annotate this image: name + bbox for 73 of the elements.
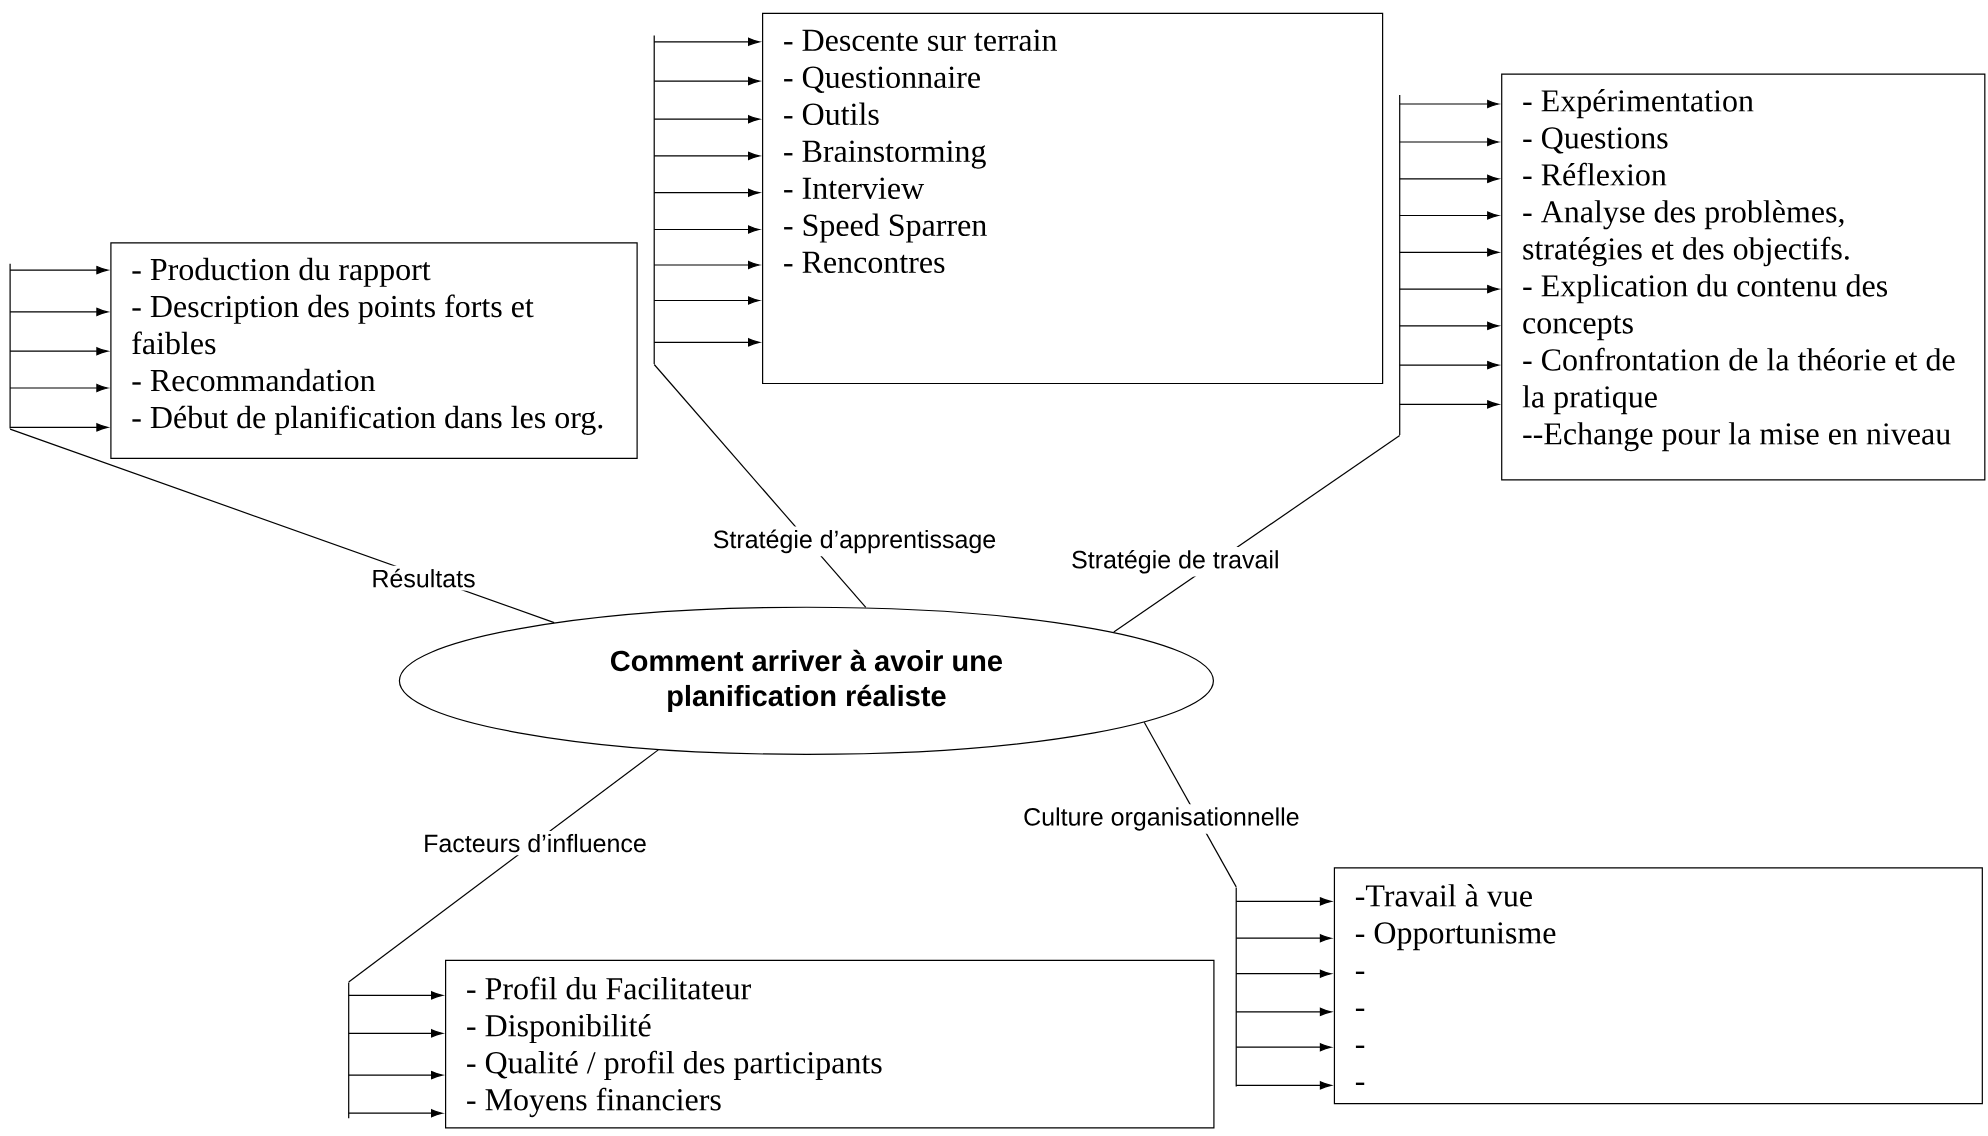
text-box [445,959,1215,1129]
text-box [1333,867,1983,1105]
list-item: - Opportunisme [1355,922,1556,951]
list-item: - [1355,1008,1365,1012]
list-item: - Confrontation de la théorie et de la pratique [1522,347,1955,415]
branch-label: Résultats [368,565,479,591]
arrow [348,1029,443,1038]
branch-label: Culture organisationnelle [1020,804,1303,834]
list-item: - Speed Sparren [784,213,987,243]
arrow [653,188,760,197]
list-item: - Moyens financiers [467,1087,721,1118]
text-box [1501,73,1986,481]
list-item: - [1355,1045,1365,1049]
arrow [1399,211,1499,220]
arrow [1399,284,1499,294]
list-item: - Description des points forts et faibles [132,294,534,355]
arrow [9,423,109,432]
branch-label: Stratégie d’apprentissage [709,526,1000,557]
list-item: - Rencontres [784,251,945,274]
arrow [1399,360,1499,370]
list-item: --Echange pour la mise en niveau [1523,422,1951,452]
arrow [1399,174,1499,183]
arrow [653,260,760,270]
list-item: - Analyse des problèmes, stratégies et des objectifs. [1523,200,1849,267]
arrow [348,1071,443,1080]
arrow [1235,969,1332,978]
list-item: - Recommandation [132,368,376,392]
list-item: - Brainstorming [784,140,986,169]
arrow [653,76,760,86]
branch-line [348,749,659,983]
list-item: - Qualité / profil des participants [467,1050,882,1081]
text-box [110,242,638,459]
list-item: - Outils [784,102,879,126]
arrow [1399,137,1499,147]
arrow [1235,934,1332,943]
arrow [1235,1043,1332,1052]
arrow [9,265,109,275]
arrow [653,225,760,234]
arrow [1235,1081,1332,1090]
arrow [653,115,760,124]
list-item: - Questions [1523,127,1668,154]
list-item: - Descente sur terrain [784,29,1057,52]
arrow [653,37,760,46]
branch-label: Facteurs d’influence [420,830,650,856]
arrow [9,347,109,356]
arrow [9,307,109,317]
branch-label: Stratégie de travail [1068,546,1283,577]
list-item: - Interview [784,177,925,200]
arrow [1235,897,1332,906]
arrow [653,151,760,161]
arrow [1399,248,1499,257]
list-item: - Disponibilité [467,1014,651,1044]
list-item: - [1355,1082,1365,1086]
branch-line [653,363,867,609]
arrow [653,296,760,305]
list-item: - Expérimentation [1523,89,1754,119]
list-item: -Travail à vue [1355,884,1532,907]
list-item: - Explication du contenu des concepts [1523,274,1888,341]
arrow [1235,1007,1332,1016]
text-box [762,12,1384,385]
arrow [653,338,760,347]
list-item: - Profil du Facilitateur [467,976,751,1000]
list-item: - Réflexion [1523,162,1667,186]
list-item: - [1355,971,1365,975]
list-item: - Production du rapport [132,257,431,287]
arrow [348,991,443,1000]
arrow [1399,400,1499,409]
list-item: - Questionnaire [784,66,980,93]
arrow [1399,321,1499,330]
arrow [1399,99,1499,109]
list-item: - Début de planification dans les org. [132,405,603,435]
arrow [9,383,109,393]
arrow [348,1109,443,1118]
